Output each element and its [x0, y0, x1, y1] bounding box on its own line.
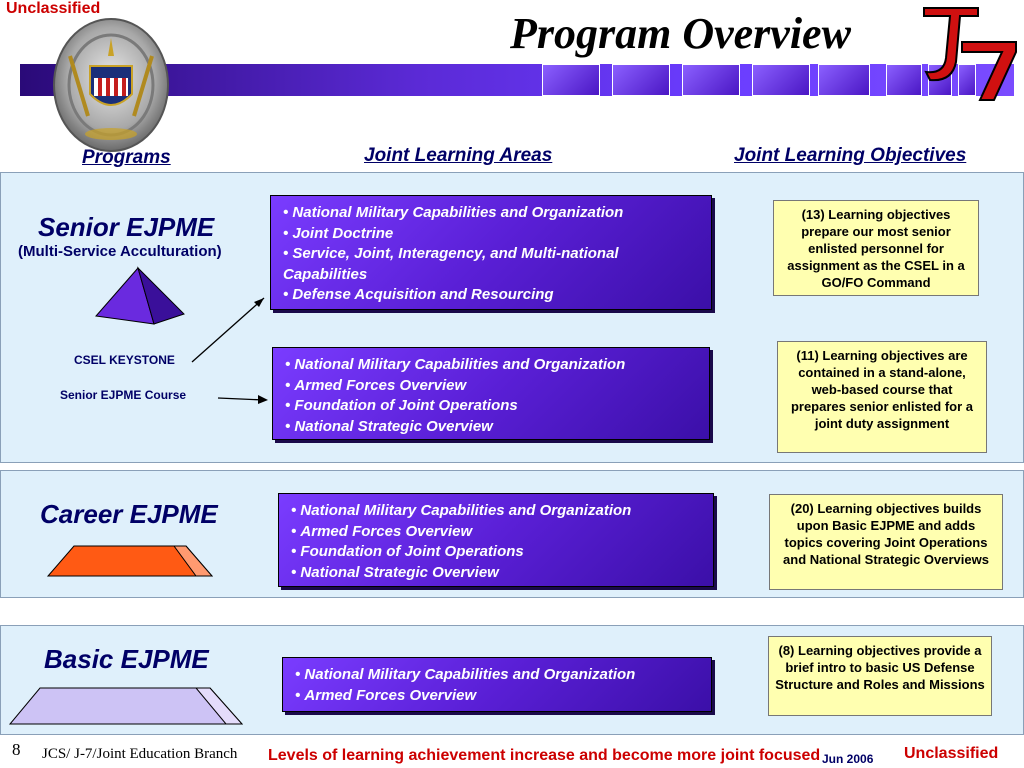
- basic-objective-box: (8) Learning objectives provide a brief …: [768, 636, 992, 716]
- career-areas-list: National Military Capabilities and Organ…: [291, 501, 703, 583]
- list-item: Service, Joint, Interagency, and Multi-n…: [283, 244, 701, 285]
- list-item: Armed Forces Overview: [291, 522, 703, 543]
- joint-chiefs-of-staff-seal-icon: [53, 18, 169, 152]
- title-bar-square: [886, 64, 922, 96]
- footer-date: Jun 2006: [822, 752, 874, 766]
- list-item: National Military Capabilities and Organ…: [295, 665, 701, 686]
- list-item: Foundation of Joint Operations: [285, 396, 699, 417]
- page-number: 8: [12, 740, 21, 759]
- basic-program-name: Basic EJPME: [44, 644, 209, 674]
- page-title: Program Overview: [510, 9, 851, 58]
- title-bar-square: [752, 64, 810, 96]
- basic-step-icon: [8, 687, 244, 725]
- senior-course-areas-list: National Military Capabilities and Organ…: [285, 355, 699, 437]
- title-bar-square: [818, 64, 870, 96]
- footer-branch: JCS/ J-7/Joint Education Branch: [42, 746, 238, 762]
- senior-pyramid-icon: [95, 266, 185, 325]
- senior-program-subtitle: (Multi-Service Acculturation): [18, 243, 222, 260]
- title-bar-square: [612, 64, 670, 96]
- basic-areas-box: National Military Capabilities and Organ…: [282, 657, 712, 712]
- senior-course-label: Senior EJPME Course: [60, 388, 187, 402]
- career-step-icon: [46, 545, 214, 577]
- list-item: Armed Forces Overview: [285, 376, 699, 397]
- classification-bottom: Unclassified: [904, 745, 999, 762]
- list-item: National Military Capabilities and Organ…: [283, 203, 701, 224]
- csel-keystone-label: CSEL KEYSTONE: [74, 353, 175, 367]
- list-item: National Strategic Overview: [285, 417, 699, 438]
- senior-course-objective-box: (11) Learning objectives are contained i…: [777, 341, 987, 453]
- career-objective-box: (20) Learning objectives builds upon Bas…: [769, 494, 1003, 590]
- career-program-name: Career EJPME: [40, 499, 218, 529]
- areas-column-heading: Joint Learning Areas: [364, 145, 553, 166]
- connector-arrows: [191, 297, 268, 404]
- list-item: Foundation of Joint Operations: [291, 542, 703, 563]
- senior-program-name: Senior EJPME: [38, 212, 215, 242]
- list-item: Defense Acquisition and Resourcing: [283, 285, 701, 306]
- career-areas-box: National Military Capabilities and Organ…: [278, 493, 714, 587]
- title-bar-square: [542, 64, 600, 96]
- list-item: National Strategic Overview: [291, 563, 703, 584]
- title-bar-square: [682, 64, 740, 96]
- senior-keystone-areas-box: National Military Capabilities and Organ…: [270, 195, 712, 310]
- title-bar-square: [958, 64, 976, 96]
- list-item: National Military Capabilities and Organ…: [291, 501, 703, 522]
- basic-areas-list: National Military Capabilities and Organ…: [295, 665, 701, 706]
- objectives-column-heading: Joint Learning Objectives: [734, 145, 967, 166]
- classification-top: Unclassified: [6, 0, 101, 17]
- j7-logo-icon: [923, 7, 1017, 101]
- list-item: National Military Capabilities and Organ…: [285, 355, 699, 376]
- list-item: Joint Doctrine: [283, 224, 701, 245]
- senior-course-areas-box: National Military Capabilities and Organ…: [272, 347, 710, 440]
- programs-column-heading: Programs: [82, 147, 171, 168]
- senior-keystone-areas-list: National Military Capabilities and Organ…: [283, 203, 701, 306]
- senior-keystone-objective-box: (13) Learning objectives prepare our mos…: [773, 200, 979, 296]
- footer-message: Levels of learning achievement increase …: [268, 747, 821, 764]
- list-item: Armed Forces Overview: [295, 686, 701, 707]
